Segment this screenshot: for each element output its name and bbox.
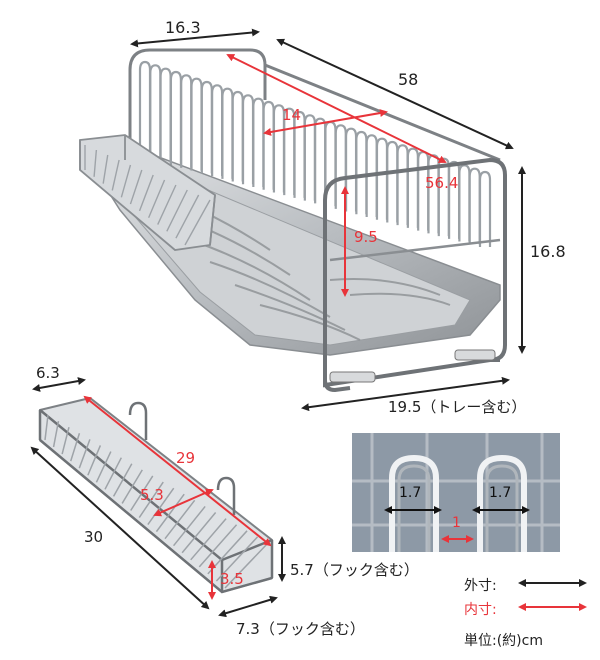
basket-width-inner-label: 5.3 <box>140 486 164 504</box>
wire-detail-inset: 1.7 1.7 1 <box>352 433 560 552</box>
main-width-inner-label: 14 <box>282 106 302 124</box>
legend-inner-label: 内寸: <box>464 602 497 618</box>
legend-outer-label: 外寸: <box>464 578 497 594</box>
basket-dimensions <box>30 377 286 618</box>
main-depth-outer-label: 19.5（トレー含む） <box>388 398 527 416</box>
basket-height-outer-label: 5.7（フック含む） <box>290 561 419 579</box>
basket-length-outer-label: 30 <box>84 528 104 546</box>
main-width-outer-label: 16.3 <box>165 18 201 37</box>
basket-depth-outer-label: 7.3（フック含む） <box>236 620 365 638</box>
detail-left-gap-label: 1.7 <box>399 485 422 501</box>
detail-right-gap-label: 1.7 <box>489 485 512 501</box>
basket-height-inner-label: 3.5 <box>220 570 244 588</box>
basket-length-inner-label: 29 <box>176 449 196 467</box>
legend-arrows <box>518 579 587 611</box>
detail-inner-gap-label: 1 <box>452 515 461 531</box>
main-length-outer-label: 58 <box>398 70 419 89</box>
main-height-outer-label: 16.8 <box>530 242 566 261</box>
dish-rack <box>79 48 507 393</box>
legend-unit-label: 単位:(約)cm <box>464 633 543 649</box>
main-length-inner-label: 56.4 <box>425 174 459 192</box>
basket-width-outer-label: 6.3 <box>36 364 60 382</box>
main-dimensions <box>130 28 526 412</box>
main-height-inner-label: 9.5 <box>354 228 378 246</box>
